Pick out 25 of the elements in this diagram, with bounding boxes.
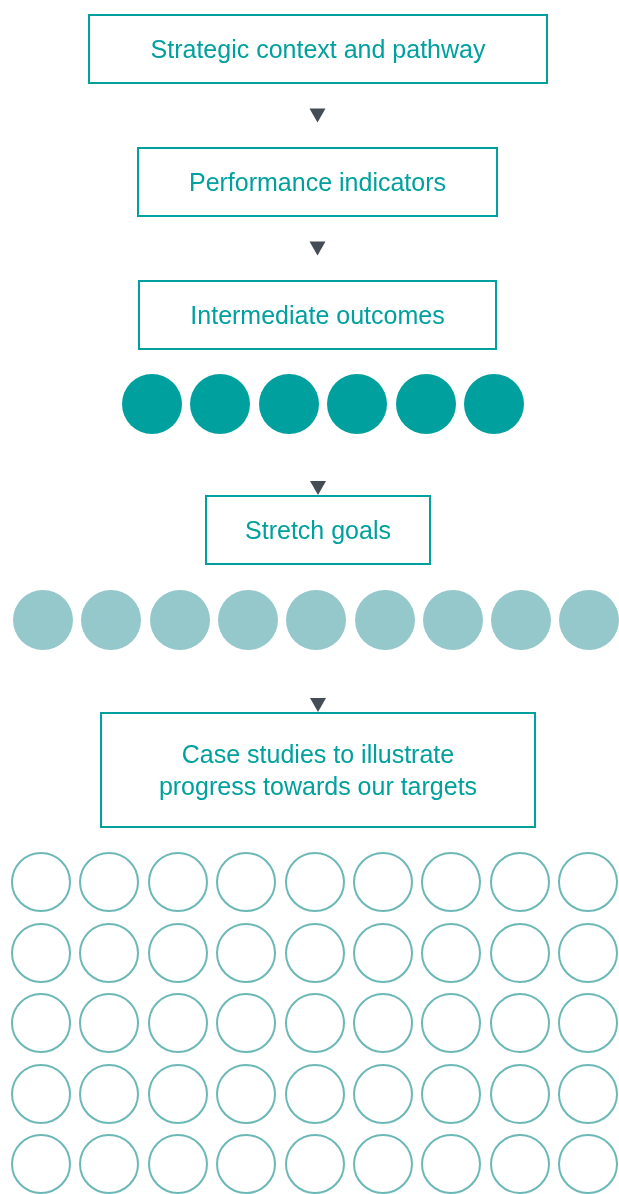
box-label: Stretch goals: [245, 514, 391, 546]
circle-marker: [464, 374, 524, 434]
arrow: [310, 481, 326, 495]
circle-marker: [11, 1134, 71, 1194]
process-box: [100, 712, 536, 828]
circle-marker: [11, 852, 71, 912]
circle-marker: [558, 1134, 619, 1194]
box-label: Case studies to illustrate progress towards our targets: [157, 738, 479, 802]
process-box: [138, 280, 497, 350]
circle-marker: [353, 852, 413, 912]
circle-marker: [13, 590, 73, 650]
box-label: Intermediate outcomes: [190, 299, 445, 331]
arrow: [309, 108, 326, 123]
process-box: [205, 495, 431, 565]
arrow: [310, 698, 326, 712]
arrow: [309, 241, 326, 256]
box-label: Performance indicators: [188, 166, 447, 198]
circle-marker: [353, 993, 413, 1053]
box-label: Strategic context and pathway: [150, 33, 486, 65]
process-box: [137, 147, 498, 217]
circle-marker: [11, 993, 71, 1053]
circle-marker: [353, 1134, 413, 1194]
circle-marker: [559, 590, 619, 650]
process-box: [88, 14, 548, 84]
circle-marker: [122, 374, 182, 434]
